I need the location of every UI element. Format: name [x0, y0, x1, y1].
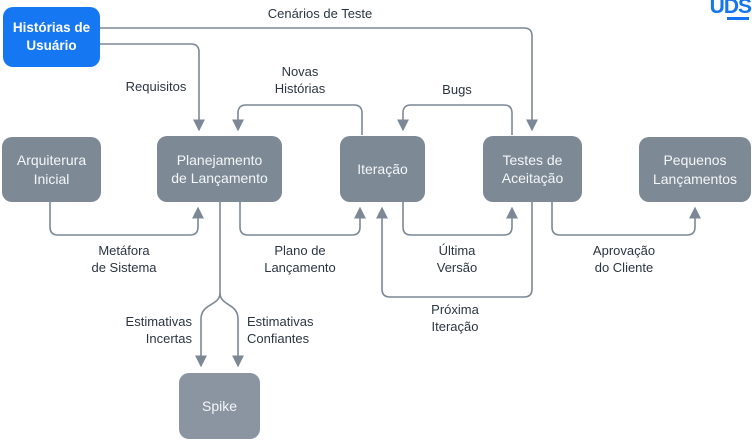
node-testes-de-aceitacao: Testes de Aceitação	[483, 136, 582, 202]
edge-label-novas-historias: Novas Histórias	[274, 64, 326, 96]
node-spike: Spike	[179, 373, 260, 439]
connector-estimativas-incertas	[195, 292, 221, 368]
connector-requisitos	[100, 43, 205, 132]
node-planejamento-de-lancamento: Planejamento de Lançamento	[157, 136, 282, 202]
edge-label-aprovacao-do-cliente: Aprovação do Cliente	[592, 243, 656, 275]
connector-proxima-iteracao	[376, 202, 533, 298]
edge-label-cenarios-de-teste: Cenários de Teste	[267, 6, 373, 21]
connector-cenarios-de-teste	[100, 27, 538, 132]
edge-label-ultima-versao: Última Versão	[436, 243, 478, 275]
connector-metafora-de-sistema	[49, 202, 204, 236]
connector-novas-historias	[232, 104, 363, 135]
connector-ultima-versao	[402, 202, 518, 236]
edge-label-proxima-iteracao: Próxima Iteração	[431, 302, 479, 334]
node-arquiterura-inicial: Arquiterura Inicial	[2, 137, 101, 202]
edge-label-bugs: Bugs	[442, 82, 472, 97]
edge-label-plano-de-lancamento: Plano de Lançamento	[264, 243, 336, 275]
node-pequenos-lancamentos: Pequenos Lançamentos	[639, 137, 751, 202]
uds-logo: UDS	[709, 0, 752, 20]
edge-label-estimativas-confiantes: Estimativas Confiantes	[247, 314, 314, 346]
node-historias-de-usuario: Histórias de Usuário	[3, 7, 100, 67]
node-iteracao: Iteração	[340, 136, 425, 202]
connector-aprovacao-do-cliente	[551, 202, 701, 236]
edge-label-requisitos: Requisitos	[125, 79, 187, 94]
connector-plano-de-lancamento	[239, 202, 366, 236]
connector-bugs	[397, 104, 513, 135]
connector-estimativas-confiantes	[219, 292, 244, 368]
uds-logo-text: UDS	[709, 0, 752, 18]
edge-label-estimativas-incertas: Estimativas Incertas	[125, 314, 192, 346]
uds-logo-underline	[727, 17, 749, 20]
edge-label-metafora-de-sistema: Metáfora de Sistema	[91, 243, 157, 275]
